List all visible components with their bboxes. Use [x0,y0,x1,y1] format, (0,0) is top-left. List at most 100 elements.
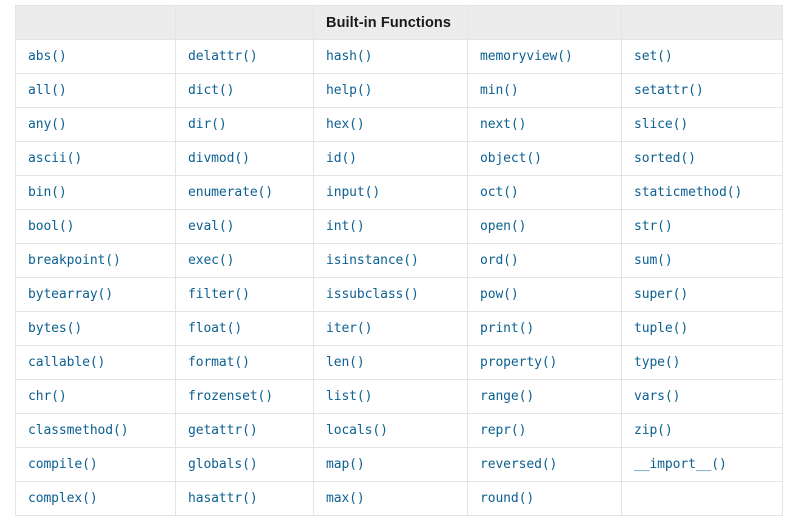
function-link[interactable]: any() [28,117,67,132]
function-link[interactable]: input() [326,185,381,200]
function-link[interactable]: bytearray() [28,287,113,302]
function-link[interactable]: property() [480,355,558,370]
function-link[interactable]: help() [326,83,373,98]
function-link[interactable]: setattr() [634,83,704,98]
function-link[interactable]: eval() [188,219,235,234]
function-link[interactable]: all() [28,83,67,98]
function-link[interactable]: sorted() [634,151,696,166]
table-cell-function: open() [467,209,622,244]
table-cell-function: iter() [313,311,468,346]
table-cell-function: set() [621,39,783,74]
table-cell-function: bytes() [15,311,176,346]
function-link[interactable]: type() [634,355,681,370]
table-cell-function: isinstance() [313,243,468,278]
function-link[interactable]: callable() [28,355,106,370]
function-link[interactable]: len() [326,355,365,370]
function-link[interactable]: round() [480,491,535,506]
function-link[interactable]: format() [188,355,250,370]
function-link[interactable]: map() [326,457,365,472]
table-cell-function: sum() [621,243,783,278]
table-row: bytearray() filter() issubclass() pow() supe… [15,277,783,312]
table-cell-function: type() [621,345,783,380]
function-link[interactable]: abs() [28,49,67,64]
table-header-cell-2 [175,5,314,40]
function-link[interactable]: vars() [634,389,681,404]
function-link[interactable]: oct() [480,185,519,200]
table-row: classmethod() getattr() locals() repr() zip(… [15,413,783,448]
function-link[interactable]: globals() [188,457,258,472]
function-link[interactable]: object() [480,151,542,166]
table-cell-function: eval() [175,209,314,244]
table-cell-function: dir() [175,107,314,142]
function-link[interactable]: filter() [188,287,250,302]
table-cell-function: pow() [467,277,622,312]
table-row: ascii() divmod() id() object() sorted() [15,141,783,176]
function-link[interactable]: bool() [28,219,75,234]
function-link[interactable]: delattr() [188,49,258,64]
table-cell-function: filter() [175,277,314,312]
function-link[interactable]: chr() [28,389,67,404]
function-link[interactable]: iter() [326,321,373,336]
table-row: any() dir() hex() next() slice() [15,107,783,142]
function-link[interactable]: sum() [634,253,673,268]
table-cell-function: print() [467,311,622,346]
function-link[interactable]: next() [480,117,527,132]
table-cell-function: input() [313,175,468,210]
function-link[interactable]: issubclass() [326,287,419,302]
function-link[interactable]: ord() [480,253,519,268]
function-link[interactable]: super() [634,287,689,302]
function-link[interactable]: min() [480,83,519,98]
function-link[interactable]: print() [480,321,535,336]
function-link[interactable]: zip() [634,423,673,438]
table-cell-function: staticmethod() [621,175,783,210]
function-link[interactable]: id() [326,151,357,166]
table-cell-function: abs() [15,39,176,74]
table-cell-function: vars() [621,379,783,414]
function-link[interactable]: pow() [480,287,519,302]
function-link[interactable]: isinstance() [326,253,419,268]
function-link[interactable]: getattr() [188,423,258,438]
function-link[interactable]: __import__() [634,457,727,472]
function-link[interactable]: bin() [28,185,67,200]
function-link[interactable]: enumerate() [188,185,273,200]
function-link[interactable]: complex() [28,491,98,506]
function-link[interactable]: str() [634,219,673,234]
table-row: breakpoint() exec() isinstance() ord() sum() [15,243,783,278]
function-link[interactable]: staticmethod() [634,185,743,200]
table-row: bin() enumerate() input() oct() staticmethod… [15,175,783,210]
function-link[interactable]: reversed() [480,457,558,472]
function-link[interactable]: repr() [480,423,527,438]
table-cell-function: int() [313,209,468,244]
function-link[interactable]: bytes() [28,321,83,336]
function-link[interactable]: hash() [326,49,373,64]
function-link[interactable]: slice() [634,117,689,132]
table-cell-function: enumerate() [175,175,314,210]
function-link[interactable]: exec() [188,253,235,268]
function-link[interactable]: range() [480,389,535,404]
function-link[interactable]: dict() [188,83,235,98]
table-cell-function: zip() [621,413,783,448]
table-cell-function: map() [313,447,468,482]
function-link[interactable]: breakpoint() [28,253,121,268]
function-link[interactable]: memoryview() [480,49,573,64]
function-link[interactable]: compile() [28,457,98,472]
function-link[interactable]: frozenset() [188,389,273,404]
function-link[interactable]: dir() [188,117,227,132]
function-link[interactable]: locals() [326,423,388,438]
function-link[interactable]: int() [326,219,365,234]
function-link[interactable]: float() [188,321,243,336]
function-link[interactable]: hex() [326,117,365,132]
function-link[interactable]: classmethod() [28,423,129,438]
table-cell-function: delattr() [175,39,314,74]
table-cell-function: bool() [15,209,176,244]
function-link[interactable]: max() [326,491,365,506]
table-cell-function: id() [313,141,468,176]
function-link[interactable]: open() [480,219,527,234]
function-link[interactable]: ascii() [28,151,83,166]
function-link[interactable]: tuple() [634,321,689,336]
table-cell-function: globals() [175,447,314,482]
function-link[interactable]: hasattr() [188,491,258,506]
function-link[interactable]: set() [634,49,673,64]
function-link[interactable]: divmod() [188,151,250,166]
function-link[interactable]: list() [326,389,373,404]
